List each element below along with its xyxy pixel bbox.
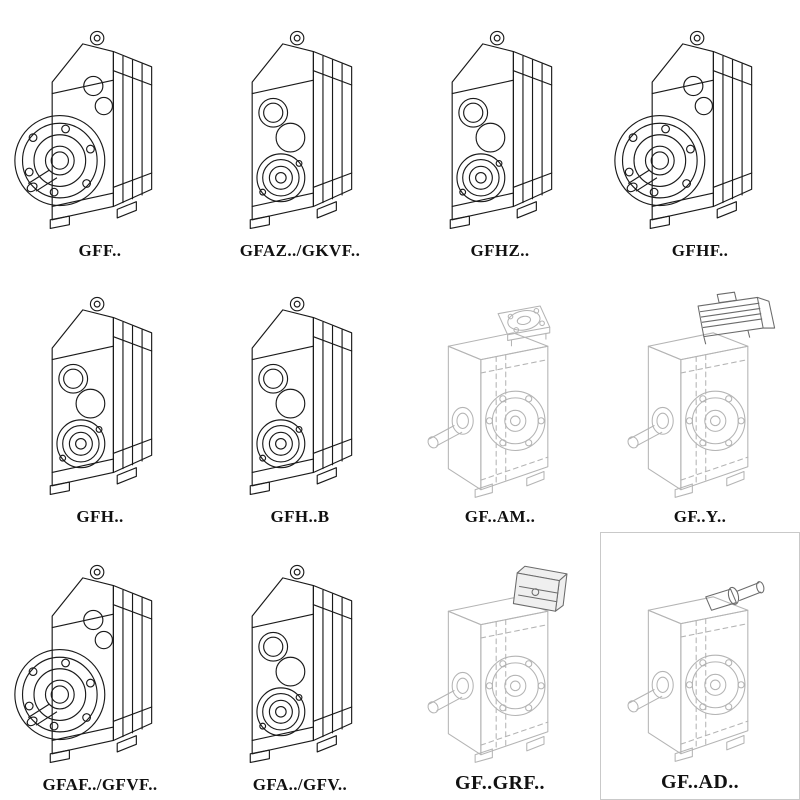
product-cell-gf-grf: GF..GRF.. xyxy=(400,532,600,800)
gearbox-art xyxy=(250,565,351,762)
product-label: GFHF.. xyxy=(671,241,729,260)
product-label: GF..Y.. xyxy=(673,507,727,526)
product-label: GFH..B xyxy=(270,507,330,526)
gearbox-drawing-flange xyxy=(3,19,197,239)
product-label: GF..AD.. xyxy=(660,771,740,793)
product-label: GFHZ.. xyxy=(470,241,530,260)
gearbox-art xyxy=(450,31,551,228)
product-cell-gfh-b: GFH..B xyxy=(200,266,400,532)
product-cell-gfa-gfv: GFA../GFV.. xyxy=(200,532,400,800)
gearbox-art xyxy=(15,31,152,228)
gearbox-drawing-with-motor xyxy=(603,285,797,505)
gearbox-drawing-adapter-flange xyxy=(403,285,597,505)
product-label: GFF.. xyxy=(78,241,122,260)
gearbox-drawing-bore xyxy=(3,285,197,505)
gearbox-drawing-flange xyxy=(3,553,197,773)
product-label: GFAF../GFVF.. xyxy=(42,775,158,794)
gearbox-art xyxy=(626,292,774,497)
product-cell-gfaz-gkvf: GFAZ../GKVF.. xyxy=(200,0,400,266)
product-label: GF..GRF.. xyxy=(455,772,545,794)
product-label: GFAZ../GKVF.. xyxy=(239,241,361,260)
product-cell-gfhf: GFHF.. xyxy=(600,0,800,266)
product-label: GFA../GFV.. xyxy=(252,775,348,794)
gearbox-drawing-flange xyxy=(603,19,797,239)
gearbox-art xyxy=(50,297,151,494)
product-cell-gf-am: GF..AM.. xyxy=(400,266,600,532)
gearbox-art xyxy=(626,581,765,761)
product-cell-gfh: GFH.. xyxy=(0,266,200,532)
gearbox-drawing-bore xyxy=(203,553,397,773)
product-cell-gf-y: GF..Y.. xyxy=(600,266,800,532)
product-label: GF..AM.. xyxy=(464,507,536,526)
product-cell-gf-ad: GF..AD.. xyxy=(600,532,800,800)
gearbox-art xyxy=(615,31,752,228)
gearbox-art xyxy=(426,306,550,497)
gearbox-drawing-bore xyxy=(203,19,397,239)
gearbox-drawing-bore xyxy=(403,19,597,239)
gearbox-art xyxy=(15,565,152,762)
product-cell-gff: GFF.. xyxy=(0,0,200,266)
gearbox-drawing-with-cover xyxy=(403,550,597,770)
gearbox-art xyxy=(250,297,351,494)
gearbox-art xyxy=(250,31,351,228)
product-label: GFH.. xyxy=(76,507,124,526)
gearbox-drawing-bore xyxy=(203,285,397,505)
product-cell-gfhz: GFHZ.. xyxy=(400,0,600,266)
gearbox-drawing-with-input-shaft xyxy=(603,549,797,769)
gearbox-art xyxy=(426,566,567,762)
product-cell-gfaf-gfvf: GFAF../GFVF.. xyxy=(0,532,200,800)
